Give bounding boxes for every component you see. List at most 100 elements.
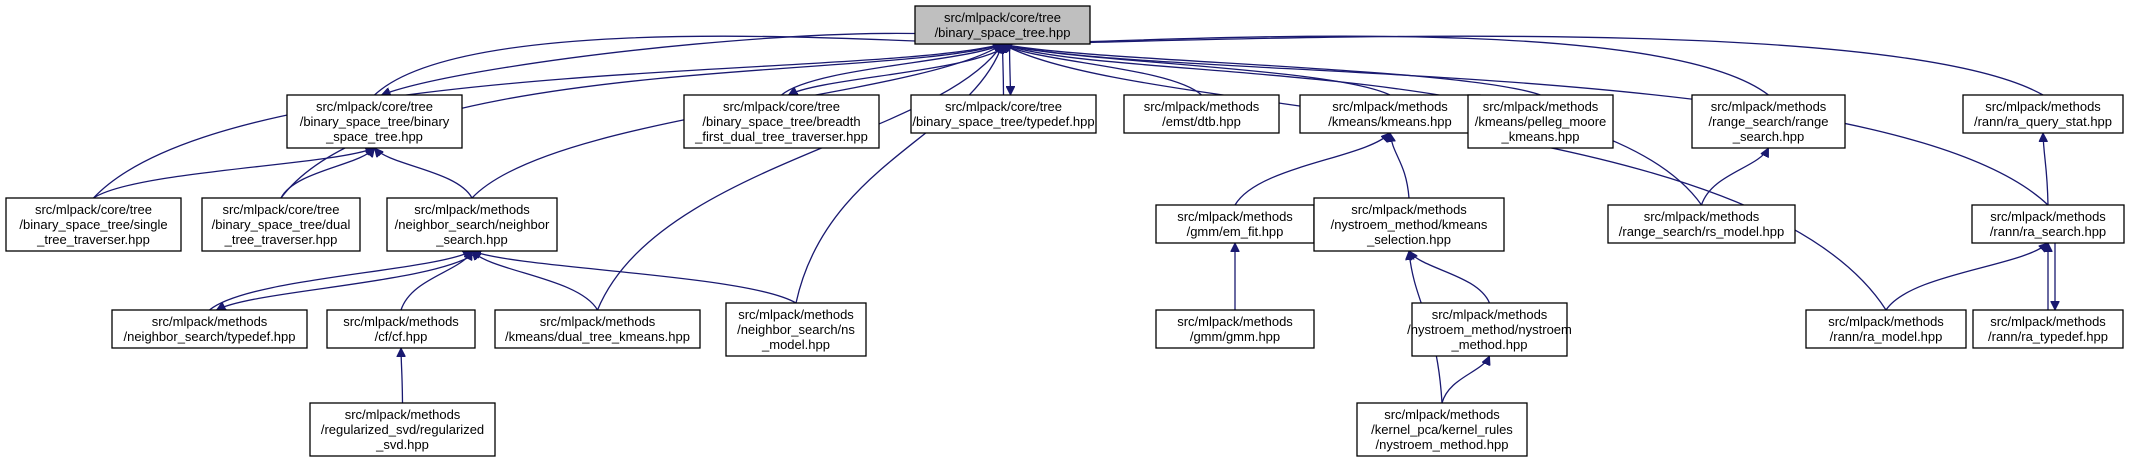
node-label-line: _search.hpp — [435, 232, 508, 247]
graph-node[interactable]: src/mlpack/methods/neighbor_search/typed… — [111, 309, 308, 349]
node-label-line: /nystroem_method/nystroem — [1407, 322, 1572, 337]
graph-node[interactable]: src/mlpack/methods/range_search/rs_model… — [1607, 204, 1796, 244]
node-label-line: /nystroem_method.hpp — [1376, 437, 1509, 452]
graph-node[interactable]: src/mlpack/core/tree/binary_space_tree/t… — [910, 94, 1097, 134]
graph-node[interactable]: src/mlpack/methods/regularized_svd/regul… — [309, 402, 496, 457]
node-label-line: src/mlpack/methods — [1144, 99, 1260, 114]
graph-node[interactable]: src/mlpack/methods/neighbor_search/ns_mo… — [725, 302, 867, 357]
node-label-line: src/mlpack/core/tree — [945, 99, 1062, 114]
node-box[interactable] — [309, 402, 496, 457]
node-label-line: _method.hpp — [1451, 337, 1528, 352]
graph-node[interactable]: src/mlpack/methods/rann/ra_model.hpp — [1805, 309, 1967, 349]
graph-node[interactable]: src/mlpack/methods/kmeans/pelleg_moore_k… — [1467, 94, 1614, 149]
node-box[interactable] — [1155, 204, 1315, 244]
node-label-line: src/mlpack/core/tree — [316, 99, 433, 114]
node-box[interactable] — [201, 197, 361, 252]
node-label-line: _tree_traverser.hpp — [36, 232, 150, 247]
node-label-line: /neighbor_search/typedef.hpp — [123, 329, 295, 344]
node-box[interactable] — [111, 309, 308, 349]
node-label-line: src/mlpack/methods — [1384, 407, 1500, 422]
graph-node[interactable]: src/mlpack/methods/nystroem_method/nystr… — [1407, 302, 1572, 357]
edge-n13-to-n5 — [1390, 133, 1410, 199]
node-label-line: src/mlpack/methods — [1985, 99, 2101, 114]
graph-node[interactable]: src/mlpack/core/tree/binary_space_tree/d… — [201, 197, 361, 252]
node-box[interactable] — [1155, 309, 1315, 349]
edge-n17-to-n11 — [400, 251, 473, 311]
graph-node[interactable]: src/mlpack/methods/emst/dtb.hpp — [1123, 94, 1280, 134]
edge-n19-to-n11 — [472, 251, 797, 304]
graph-node[interactable]: src/mlpack/methods/nystroem_method/kmean… — [1313, 197, 1505, 252]
node-label-line: /rann/ra_model.hpp — [1830, 329, 1943, 344]
edge-n14-to-n0 — [1003, 44, 1703, 206]
node-label-line: /cf/cf.hpp — [375, 329, 428, 344]
node-label-line: /neighbor_search/ns — [737, 322, 855, 337]
node-box[interactable] — [725, 302, 867, 357]
edge-n6-to-n0 — [1003, 44, 1541, 96]
edge-n10-to-n1 — [280, 148, 375, 199]
node-box[interactable] — [494, 309, 701, 349]
graph-node[interactable]: src/mlpack/methods/rann/ra_search.hpp — [1971, 204, 2125, 244]
node-label-line: /binary_space_tree/typedef.hpp — [912, 114, 1094, 129]
graph-node[interactable]: src/mlpack/methods/kernel_pca/kernel_rul… — [1356, 402, 1528, 457]
node-layer: src/mlpack/core/tree/binary_space_tree.h… — [5, 5, 2125, 457]
graph-node[interactable]: src/mlpack/methods/kmeans/kmeans.hpp — [1299, 94, 1481, 134]
edge-n9-to-n1 — [93, 148, 375, 199]
node-label-line: _search.hpp — [1732, 129, 1805, 144]
edge-n21-to-n13 — [1409, 251, 1491, 304]
node-label-line: _space_tree.hpp — [325, 129, 423, 144]
node-box[interactable] — [1607, 204, 1796, 244]
node-label-line: /gmm/em_fit.hpp — [1187, 224, 1284, 239]
node-box[interactable] — [1972, 309, 2124, 349]
node-box[interactable] — [683, 94, 880, 149]
node-label-line: /binary_space_tree/single — [19, 217, 167, 232]
edge-n22-to-n0 — [1003, 43, 1887, 311]
edge-n12-to-n5 — [1234, 133, 1390, 206]
node-label-line: /rann/ra_typedef.hpp — [1988, 329, 2108, 344]
graph-node[interactable]: src/mlpack/core/tree/binary_space_tree/b… — [286, 94, 463, 149]
graph-node[interactable]: src/mlpack/core/tree/binary_space_tree/b… — [683, 94, 880, 149]
node-box[interactable] — [1962, 94, 2124, 134]
node-label-line: src/mlpack/core/tree — [944, 10, 1061, 25]
edge-n14-to-n7 — [1700, 148, 1770, 206]
edge-n11-to-n1 — [375, 148, 473, 199]
edge-n25-to-n21 — [1441, 356, 1490, 404]
node-box[interactable] — [1467, 94, 1614, 149]
node-box[interactable] — [1411, 302, 1568, 357]
graph-node[interactable]: src/mlpack/core/tree/binary_space_tree/s… — [5, 197, 182, 252]
node-label-line: src/mlpack/methods — [343, 314, 459, 329]
edge-n3-to-n0 — [1003, 44, 1004, 96]
node-label-line: src/mlpack/methods — [1990, 314, 2106, 329]
graph-node[interactable]: src/mlpack/methods/rann/ra_typedef.hpp — [1972, 309, 2124, 349]
node-label-line: src/mlpack/methods — [540, 314, 656, 329]
node-box[interactable] — [1313, 197, 1505, 252]
node-box[interactable] — [1805, 309, 1967, 349]
node-label-line: /neighbor_search/neighbor — [395, 217, 550, 232]
root-node-box[interactable] — [914, 5, 1091, 45]
graph-node[interactable]: src/mlpack/methods/cf/cf.hpp — [326, 309, 476, 349]
node-label-line: /rann/ra_query_stat.hpp — [1974, 114, 2112, 129]
node-label-line: _tree_traverser.hpp — [224, 232, 338, 247]
node-label-line: src/mlpack/methods — [1351, 202, 1467, 217]
graph-node[interactable]: src/mlpack/methods/gmm/gmm.hpp — [1155, 309, 1315, 349]
graph-node[interactable]: src/mlpack/methods/kmeans/dual_tree_kmea… — [494, 309, 701, 349]
node-label-line: /binary_space_tree.hpp — [935, 25, 1071, 40]
node-box[interactable] — [326, 309, 476, 349]
graph-node[interactable]: src/mlpack/core/tree/binary_space_tree.h… — [914, 5, 1091, 45]
node-box[interactable] — [1123, 94, 1280, 134]
node-box[interactable] — [5, 197, 182, 252]
graph-node[interactable]: src/mlpack/methods/rann/ra_query_stat.hp… — [1962, 94, 2124, 134]
graph-node[interactable]: src/mlpack/methods/neighbor_search/neigh… — [386, 197, 558, 252]
node-box[interactable] — [286, 94, 463, 149]
edge-n24-to-n17 — [401, 348, 403, 404]
node-box[interactable] — [1691, 94, 1846, 149]
node-label-line: /rann/ra_search.hpp — [1990, 224, 2106, 239]
node-box[interactable] — [1356, 402, 1528, 457]
node-box[interactable] — [386, 197, 558, 252]
node-box[interactable] — [910, 94, 1097, 134]
edge-n2-to-n0 — [781, 43, 1003, 96]
edge-n0-to-n2 — [789, 43, 1010, 96]
graph-node[interactable]: src/mlpack/methods/gmm/em_fit.hpp — [1155, 204, 1315, 244]
node-label-line: /binary_space_tree/dual — [212, 217, 351, 232]
node-box[interactable] — [1971, 204, 2125, 244]
graph-node[interactable]: src/mlpack/methods/range_search/range_se… — [1691, 94, 1846, 149]
